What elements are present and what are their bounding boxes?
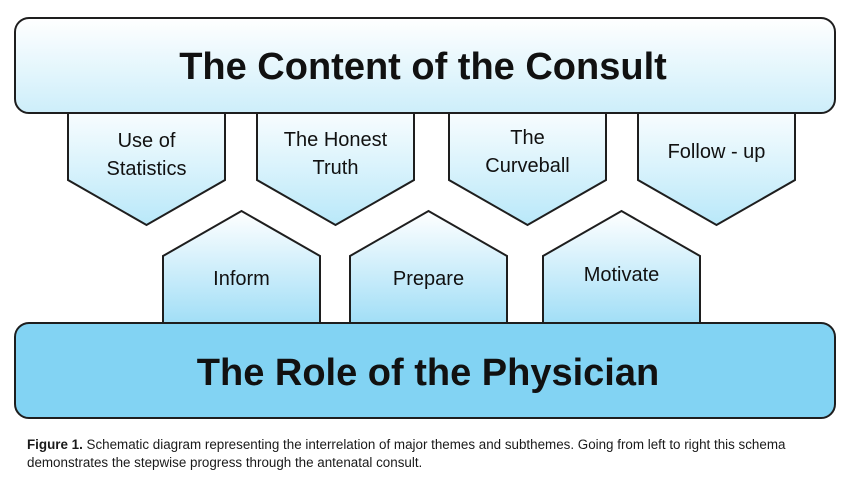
subthemes-up-group: Inform Prepare Motivate — [162, 209, 701, 346]
subthemes-down-group: Use of Statistics The Honest Truth The C… — [67, 99, 796, 227]
subtheme-label-line2: Truth — [313, 157, 359, 179]
subtheme-the-curveball: The Curveball — [448, 99, 607, 227]
subtheme-inform: Inform — [162, 209, 321, 346]
subtheme-label-line1: The — [510, 127, 544, 149]
subtheme-label-line1: Use of — [118, 130, 176, 152]
subtheme-up-label: Prepare — [393, 268, 464, 290]
subtheme-label-line1: Follow - up — [668, 141, 766, 163]
figure-caption-text: Schematic diagram representing the inter… — [27, 437, 786, 470]
subtheme-up-label: Motivate — [584, 264, 660, 286]
bottom-banner-box — [14, 322, 836, 419]
subtheme-label-line1: The Honest — [284, 129, 388, 151]
figure-caption: Figure 1. Schematic diagram representing… — [27, 436, 827, 472]
bottom-banner-title: The Role of the Physician — [197, 352, 659, 394]
top-banner: The Content of the Consult — [14, 17, 836, 114]
subtheme-up-label: Inform — [213, 268, 270, 290]
figure-caption-label: Figure 1. — [27, 437, 83, 452]
themes-diagram: Use of Statistics The Honest Truth The C… — [14, 17, 836, 419]
top-banner-title: The Content of the Consult — [179, 46, 667, 88]
bottom-banner: The Role of the Physician — [14, 322, 836, 419]
top-banner-box — [14, 17, 836, 114]
subtheme-the-honest-truth: The Honest Truth — [256, 99, 415, 227]
subtheme-label-line2: Curveball — [485, 155, 569, 177]
subtheme-use-of-statistics: Use of Statistics — [67, 99, 226, 227]
subtheme-label-line2: Statistics — [106, 158, 186, 180]
subtheme-follow-up: Follow - up — [637, 99, 796, 227]
